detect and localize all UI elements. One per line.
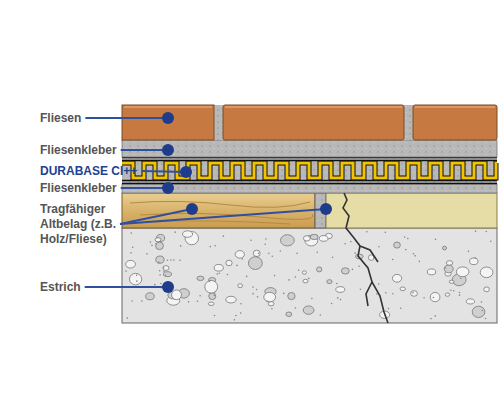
leader-dot (180, 166, 192, 178)
leader-line (120, 209, 326, 224)
layer-label: Fliesenkleber (40, 181, 117, 196)
leader-line (121, 187, 168, 189)
tile (122, 105, 214, 140)
durabase-matting (122, 163, 497, 178)
screed (122, 228, 497, 323)
leader-line (121, 149, 168, 151)
leader-dot (320, 203, 332, 215)
layer-label: Estrich (40, 280, 81, 295)
layer-label: DURABASE CI++ (40, 164, 137, 179)
old-tile (326, 193, 497, 228)
tile (413, 105, 497, 140)
matting-fill (122, 157, 497, 184)
leader-line (141, 171, 186, 172)
grout (214, 105, 223, 140)
leader-dot (162, 281, 174, 293)
layer-label: Fliesenkleber (40, 143, 117, 158)
layer-label: Tragfähiger Altbelag (z.B. Holz/Fliese) (40, 202, 130, 247)
tile (223, 105, 404, 140)
leader-dot (162, 144, 174, 156)
old-wood-floor (122, 193, 315, 228)
crack (343, 193, 388, 323)
pebbles (125, 230, 493, 320)
leader-dot (162, 112, 174, 124)
grout (404, 105, 413, 140)
leader-line (85, 117, 168, 119)
tile-adhesive-upper (122, 140, 497, 157)
tile-adhesive-lower (122, 184, 497, 193)
layer-label: Fliesen (40, 111, 81, 126)
leader-line (85, 286, 168, 288)
leader-dot (186, 203, 198, 215)
leader-dot (162, 182, 174, 194)
